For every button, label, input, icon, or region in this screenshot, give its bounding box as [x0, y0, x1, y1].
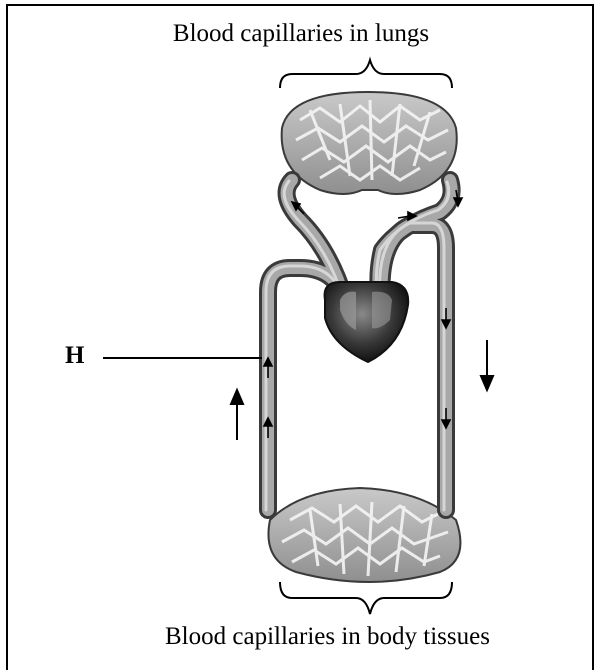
- lung-capillary-bed: [282, 92, 457, 194]
- pointer-label-h: H: [65, 342, 84, 370]
- bottom-bracket: [280, 582, 452, 614]
- top-bracket: [280, 60, 452, 88]
- large-arrow-up: [231, 390, 243, 440]
- lung-capillaries-label: Blood capillaries in lungs: [0, 20, 602, 48]
- large-arrow-down: [481, 340, 493, 390]
- body-capillaries-label: Blood capillaries in body tissues: [165, 623, 490, 651]
- heart: [325, 282, 409, 362]
- body-capillary-bed: [268, 488, 460, 582]
